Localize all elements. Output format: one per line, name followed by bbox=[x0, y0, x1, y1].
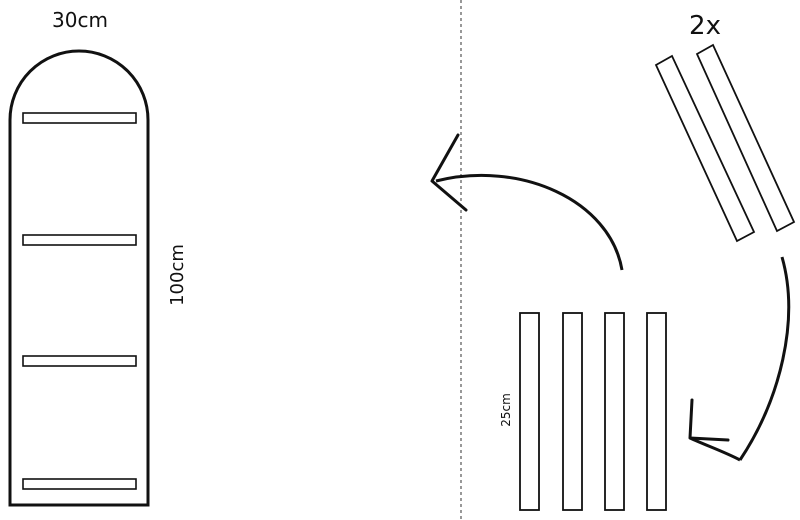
arrow-head-left bbox=[430, 133, 468, 212]
vertical-slat-3 bbox=[604, 312, 625, 511]
diagonal-slat-1 bbox=[654, 54, 756, 243]
vertical-slat-1 bbox=[519, 312, 540, 511]
slat-length-label: 25cm bbox=[499, 393, 513, 427]
quantity-label: 2x bbox=[689, 11, 721, 41]
width-label: 30cm bbox=[52, 8, 108, 32]
shelf-1 bbox=[22, 112, 137, 124]
shelf-4 bbox=[22, 478, 137, 490]
curved-arrow-down bbox=[738, 256, 791, 461]
vertical-slats bbox=[519, 312, 667, 511]
diagonal-slat-2 bbox=[695, 43, 796, 233]
height-label: 100cm bbox=[167, 244, 188, 306]
curved-arrow-left bbox=[435, 173, 624, 271]
vertical-slat-4 bbox=[646, 312, 667, 511]
board-outline bbox=[8, 49, 150, 507]
board-shelves bbox=[22, 112, 137, 490]
arrow-connector-down bbox=[689, 436, 741, 462]
shelf-3 bbox=[22, 355, 137, 367]
vertical-slat-2 bbox=[562, 312, 583, 511]
arrow-head-down bbox=[688, 398, 730, 442]
shelf-2 bbox=[22, 234, 137, 246]
diagonal-slats bbox=[654, 43, 796, 243]
